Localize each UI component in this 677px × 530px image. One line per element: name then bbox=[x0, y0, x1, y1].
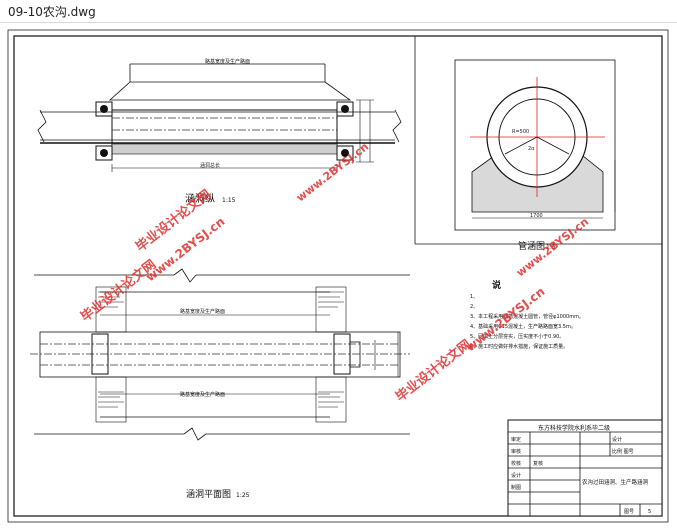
note-line: 3、本工程采用钢筋混凝土圆管，管径φ1000mm。 bbox=[470, 313, 584, 320]
svg-text:涵洞总长: 涵洞总长 bbox=[200, 162, 220, 169]
note-line: 1、 bbox=[470, 294, 478, 300]
tb-cell: 比例 图号 bbox=[612, 448, 634, 455]
note-line: 4、基础采用C15混凝土，生产路路面宽3.5m。 bbox=[470, 323, 576, 330]
watermark-cn: 毕业设计论文网 bbox=[393, 337, 475, 406]
note-line: 5、回填土分层夯实，压实度不小于0.90。 bbox=[470, 333, 564, 340]
note-line: 2、 bbox=[470, 304, 478, 310]
pipe-section-view: R=500 2α 1700 bbox=[454, 59, 616, 231]
title-block bbox=[507, 419, 663, 517]
notes-list: 1、 2、 3、本工程采用钢筋混凝土圆管，管径φ1000mm。 4、基础采用C1… bbox=[470, 294, 584, 350]
pipe-title: 管涵图 bbox=[518, 240, 545, 252]
elevation-title: 涵洞纵 bbox=[185, 193, 215, 205]
tb-cell: 制图 bbox=[511, 484, 521, 491]
svg-text:2α: 2α bbox=[528, 146, 535, 152]
tb-project: 东方科技学院水利系毕二级 bbox=[538, 424, 610, 432]
plan-view: 路基宽度及生产路面 路基宽度及生产路面 bbox=[30, 268, 410, 441]
tb-cell: 审核 bbox=[511, 448, 521, 455]
tb-cell: 校核 bbox=[511, 460, 521, 467]
notes-title: 说 bbox=[492, 279, 501, 291]
cad-drawing: 路基宽度及生产路面 涵洞总长 涵洞纵 1:15 bbox=[7, 29, 669, 523]
svg-text:路基宽度及生产路面: 路基宽度及生产路面 bbox=[205, 58, 250, 65]
elevation-scale: 1:15 bbox=[222, 197, 236, 204]
svg-text:路基宽度及生产路面: 路基宽度及生产路面 bbox=[180, 391, 225, 398]
tb-drawing-name: 农沟过田涵洞、生产路涵洞 bbox=[582, 478, 649, 486]
outer-border bbox=[7, 29, 669, 523]
inner-border bbox=[13, 35, 663, 517]
note-line: 6、施工时应做好排水措施，保证施工质量。 bbox=[470, 343, 568, 350]
svg-text:1700: 1700 bbox=[530, 213, 543, 219]
tb-sheet-label: 图号 bbox=[624, 509, 634, 515]
plan-scale: 1:25 bbox=[236, 492, 250, 499]
window-titlebar: 09-10农沟.dwg bbox=[0, 0, 677, 23]
svg-text:R=500: R=500 bbox=[512, 129, 529, 135]
tb-cell: 审定 bbox=[511, 436, 521, 443]
tb-cell: 复核 bbox=[533, 460, 543, 467]
tb-cell: 设计 bbox=[612, 436, 622, 443]
tb-sheet-no: 5 bbox=[648, 509, 651, 515]
pipe-scale: 1:5 bbox=[546, 244, 556, 251]
drawing-canvas[interactable]: 路基宽度及生产路面 涵洞总长 涵洞纵 1:15 bbox=[0, 22, 677, 526]
window-title: 09-10农沟.dwg bbox=[8, 5, 96, 19]
svg-text:路基宽度及生产路面: 路基宽度及生产路面 bbox=[180, 308, 225, 315]
tb-cell: 设计 bbox=[511, 472, 521, 479]
elevation-view: 路基宽度及生产路面 涵洞总长 bbox=[37, 58, 402, 172]
plan-title: 涵洞平面图 bbox=[186, 489, 231, 500]
